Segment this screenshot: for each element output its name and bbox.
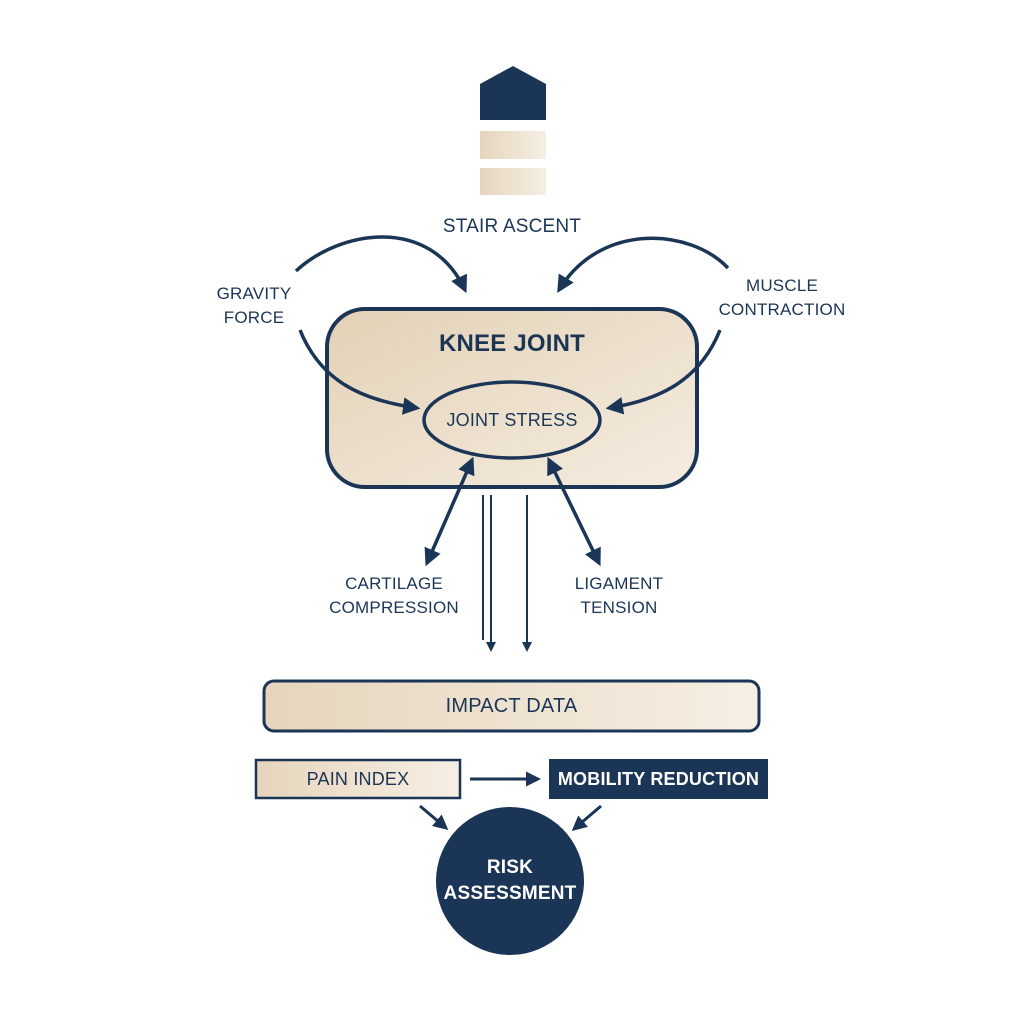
- joint-stress-label: JOINT STRESS: [446, 410, 578, 430]
- muscle-line-2: CONTRACTION: [718, 300, 846, 319]
- risk-line-2: ASSESSMENT: [443, 883, 577, 904]
- risk-assessment-circle: [436, 807, 584, 955]
- gravity-line-2: FORCE: [223, 308, 285, 327]
- cartilage-line-2: COMPRESSION: [329, 598, 459, 617]
- gravity-to-knee-arrow: [294, 235, 467, 294]
- mobility-to-risk-arrow: [571, 804, 602, 831]
- joint-stress-ellipse: [422, 380, 602, 460]
- gravity-force-label: GRAVITY FORCE: [190, 282, 318, 330]
- stair-ascent-label: STAIR ASCENT: [442, 216, 582, 237]
- mobility-reduction-label: MOBILITY REDUCTION: [557, 769, 760, 789]
- ligament-arrow: [547, 456, 601, 567]
- pain-index-label: PAIN INDEX: [306, 769, 410, 789]
- impact-data-label: IMPACT DATA: [445, 695, 578, 717]
- ligament-line-2: TENSION: [580, 598, 658, 617]
- ligament-line-1: LIGAMENT: [574, 574, 664, 593]
- muscle-contraction-label: MUSCLE CONTRACTION: [708, 274, 856, 322]
- knee-joint-box: [325, 307, 699, 489]
- risk-assessment-label: RISK ASSESSMENT: [440, 855, 580, 907]
- stair-step-icon: [480, 66, 546, 195]
- impact-data-box: [262, 679, 761, 733]
- pain-to-risk-arrow: [419, 804, 449, 830]
- muscle-to-stress-arrow: [605, 329, 722, 415]
- muscle-line-1: MUSCLE: [745, 276, 819, 295]
- ligament-tension-label: LIGAMENT TENSION: [554, 572, 684, 620]
- muscle-to-knee-arrow: [557, 236, 730, 293]
- pain-index-box: [254, 758, 462, 800]
- gravity-line-1: GRAVITY: [216, 284, 292, 303]
- cartilage-line-1: CARTILAGE: [345, 574, 443, 593]
- gravity-to-stress-arrow: [298, 329, 421, 415]
- downward-flow-arrows: [482, 495, 532, 652]
- knee-joint-title: KNEE JOINT: [438, 330, 586, 357]
- cartilage-compression-label: CARTILAGE COMPRESSION: [322, 572, 466, 620]
- risk-line-1: RISK: [486, 857, 534, 878]
- cartilage-arrow: [424, 456, 475, 567]
- mobility-reduction-box: [549, 759, 768, 799]
